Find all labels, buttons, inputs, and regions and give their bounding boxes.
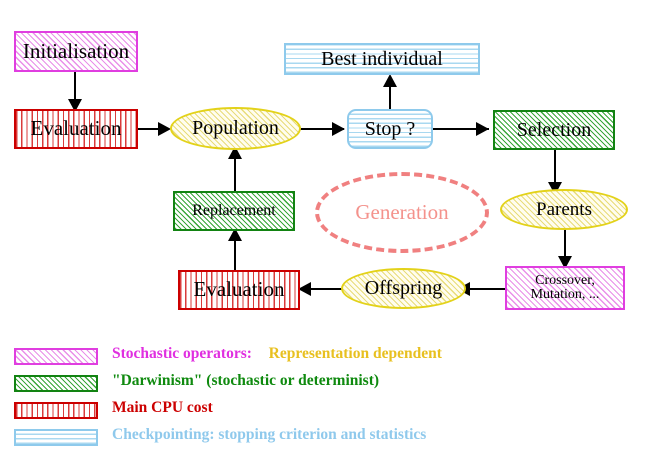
legend-label-checkpointing: Checkpointing: stopping criterion and st…	[112, 426, 426, 444]
node-stop[interactable]: Stop ?	[347, 109, 433, 149]
node-best-individual-label: Best individual	[321, 47, 443, 70]
node-offspring-label: Offspring	[364, 277, 443, 300]
legend-label-main-cpu-cost: Main CPU cost	[112, 399, 213, 417]
node-crossover-mutation[interactable]: Crossover, Mutation, ...	[505, 266, 625, 310]
node-evaluation-bottom[interactable]: Evaluation	[178, 270, 300, 310]
node-population[interactable]: Population	[170, 107, 301, 150]
legend-text-primary: "Darwinism" (stochastic or determinist)	[112, 372, 380, 389]
connector-selection-to-parents	[554, 150, 556, 194]
connector-population-to-stop	[300, 128, 344, 130]
connector-stop-to-best	[389, 76, 391, 110]
legend-row: "Darwinism" (stochastic or determinist)	[0, 372, 670, 401]
legend-text-secondary: Representation dependent	[268, 345, 442, 362]
arrowhead-down-parents	[558, 256, 572, 269]
legend-swatch-darwinism	[14, 375, 98, 392]
node-parents-label: Parents	[536, 198, 592, 220]
node-replacement[interactable]: Replacement	[173, 191, 295, 231]
legend-label-darwinism: "Darwinism" (stochastic or determinist)	[112, 372, 379, 390]
arrowhead-right-population	[332, 122, 345, 136]
node-replacement-label: Replacement	[192, 201, 276, 219]
node-stop-label: Stop ?	[364, 117, 416, 140]
node-evaluation-bottom-label: Evaluation	[193, 277, 285, 302]
connector-parents-to-crossover	[564, 228, 566, 268]
connector-initialisation-to-evaluation	[74, 72, 76, 102]
arrowhead-down-initialisation	[68, 99, 82, 112]
node-crossover-label-line2: Mutation, ...	[530, 287, 600, 302]
connector-stop-to-selection	[433, 128, 489, 130]
node-best-individual[interactable]: Best individual	[284, 43, 480, 75]
legend-row: Main CPU cost	[0, 399, 670, 428]
connector-crossover-to-offspring	[466, 288, 506, 290]
node-offspring[interactable]: Offspring	[341, 268, 466, 309]
arrowhead-left-offspring	[298, 282, 311, 296]
legend-text-primary: Main CPU cost	[112, 399, 213, 416]
node-population-label: Population	[192, 117, 279, 140]
node-evaluation-top-label: Evaluation	[30, 116, 122, 141]
arrowhead-right-evaluation	[158, 122, 171, 136]
node-selection[interactable]: Selection	[493, 110, 615, 150]
arrowhead-up-replacement	[228, 228, 242, 241]
node-generation: Generation	[315, 172, 489, 253]
connector-offspring-to-evaluation	[300, 288, 344, 290]
arrowhead-up-best-individual	[383, 74, 397, 87]
legend-text-primary: Checkpointing: stopping criterion and st…	[112, 426, 427, 443]
connector-replacement-to-population	[234, 148, 236, 194]
connector-evaluation-to-replacement	[234, 230, 236, 272]
legend-label-stochastic-operators: Stochastic operators: Representation dep…	[112, 345, 442, 363]
node-selection-label: Selection	[516, 118, 592, 141]
legend-text-primary: Stochastic operators:	[112, 345, 252, 362]
node-initialisation-label: Initialisation	[22, 38, 130, 63]
node-initialisation[interactable]: Initialisation	[14, 31, 138, 72]
arrowhead-right-stop	[476, 122, 489, 136]
legend-row: Stochastic operators: Representation dep…	[0, 345, 670, 374]
legend-swatch-checkpointing	[14, 429, 98, 446]
legend-swatch-main-cpu-cost	[14, 402, 98, 419]
node-evaluation-top[interactable]: Evaluation	[14, 109, 138, 149]
legend-swatch-stochastic-operators	[14, 348, 98, 365]
connector-evaluation-to-population	[137, 128, 163, 130]
node-generation-label: Generation	[355, 200, 449, 224]
node-parents[interactable]: Parents	[500, 189, 628, 230]
legend: Stochastic operators: Representation dep…	[0, 338, 670, 465]
legend-row: Checkpointing: stopping criterion and st…	[0, 426, 670, 455]
node-crossover-label-line1: Crossover,	[535, 272, 595, 288]
